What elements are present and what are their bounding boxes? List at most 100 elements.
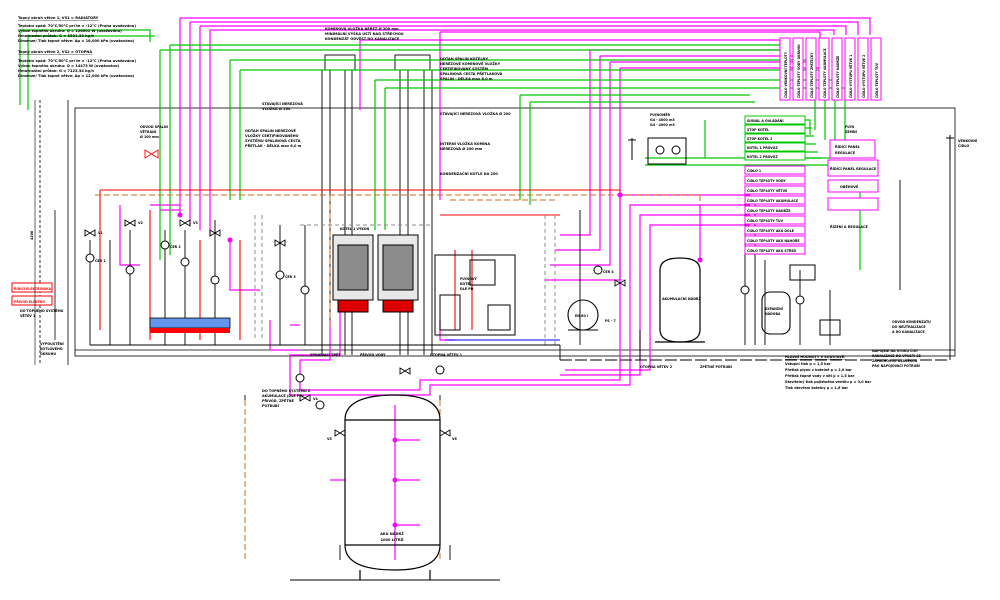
svg-text:SPALIN - DÉLKA max 6,0 m: SPALIN - DÉLKA max 6,0 m (440, 76, 493, 81)
vertical-sensor-labels: ČIDLO VENKOVNÍ TEPLOTY ČIDLO TEPLOTY VOD… (783, 44, 879, 98)
pink-legend-labels: ČIDLO 1 ČIDLO TEPLOTY VODY ČIDLO TEPLOTY… (747, 168, 800, 253)
svg-text:Stavitelný tlak pojistného ven: Stavitelný tlak pojistného ventilu p = 3… (785, 380, 871, 384)
pump-symbols (85, 240, 805, 410)
pump-label: ČER 3 (285, 274, 296, 279)
svg-text:VENKOVNÍ: VENKOVNÍ (958, 138, 978, 143)
svg-text:ŘÍDÍCÍ ELEKTRONIKA: ŘÍDÍCÍ ELEKTRONIKA (14, 286, 52, 291)
svg-text:Tlak otevření kotelny p =: Tlak otevření kotelny p = 1,6 bar (785, 386, 848, 390)
svg-text:ČIDLO TEPLOTY TUV: ČIDLO TEPLOTY TUV (747, 218, 784, 223)
svg-text:ČIDLO VÝSTUPU VĚTVE 1: ČIDLO VÝSTUPU VĚTVE 1 (848, 55, 853, 98)
svg-text:DO TOPNÉHO SYSTÉMU Z: DO TOPNÉHO SYSTÉMU Z (262, 388, 311, 393)
boiler-2 (377, 234, 419, 313)
line-label: ZPĚTNÉ POTRUBÍ (700, 364, 733, 369)
svg-text:VĚTEV 1: VĚTEV 1 (20, 313, 36, 318)
svg-text:A DO KANALIZACE: A DO KANALIZACE (892, 330, 925, 334)
boiler-caption: KONDENZAČNÍ KOTLE DA 200 (440, 171, 498, 176)
svg-text:VLOŽKY CERTIFIKOVANÉHO: VLOŽKY CERTIFIKOVANÉHO (245, 133, 299, 138)
pink-legend-boxes (744, 165, 806, 255)
pump-label: ČER 1 (95, 258, 106, 263)
values-table: HLAVNÍ HODNOTY V SOUSTAVĚ: Vstupní tlak … (785, 354, 871, 390)
svg-text:PŘETLAK - DÉLKA max 6,0 m: PŘETLAK - DÉLKA max 6,0 m (245, 143, 302, 148)
svg-text:ŘÍDÍCÍ PANEL REGULACE: ŘÍDÍCÍ PANEL REGULACE (830, 166, 877, 171)
equipment-labels: EN 80 l AKUMULAČNÍ NÁDRŽ PLYNOVÝ KOTEL D… (30, 221, 733, 441)
line-label: PŘÍVOD VODY (360, 352, 386, 357)
svg-text:Vstupní tlak p = 1,5: Vstupní tlak p = 1,5 bar (785, 362, 831, 366)
notes-line: Dimenze/ Tlak topné větve: Δp = 12,000 k… (18, 74, 135, 78)
svg-text:SIGNÁL A OVLÁDÁNÍ: SIGNÁL A OVLÁDÁNÍ (747, 118, 784, 123)
return-pipes-orange (95, 194, 701, 560)
svg-text:ČIDLO TEPLOTY VODY: ČIDLO TEPLOTY VODY (747, 178, 786, 183)
svg-text:Ø 100 mm: Ø 100 mm (140, 134, 159, 139)
svg-text:ODVOD SPALIN: ODVOD SPALIN (140, 125, 168, 129)
notes-line: Výkon topného okruhu: Q = 14473 W (uvažo… (18, 64, 120, 68)
svg-text:PŘÍVOD ELEKTRO: PŘÍVOD ELEKTRO (14, 299, 45, 304)
svg-text:ČIDLO TEPLOTY VĚTVE: ČIDLO TEPLOTY VĚTVE (747, 188, 787, 193)
svg-text:ČIDLO TEPLOTY ZPÁTEČKY: ČIDLO TEPLOTY ZPÁTEČKY (809, 52, 814, 98)
svg-text:VĚTRÁNÍ: VĚTRÁNÍ (140, 129, 157, 134)
svg-text:KOTEL 2 PROVOZ: KOTEL 2 PROVOZ (747, 155, 778, 159)
system-note: DO TOPNÉHO SYSTÉMU Z AKUMULACE (DLE PD) … (262, 388, 311, 408)
blue-pipes (330, 339, 560, 346)
svg-text:ČIDLO VENKOVNÍ TEPLOTY: ČIDLO VENKOVNÍ TEPLOTY (783, 51, 788, 98)
boiler-note-label: KOTEL 1 VÝKON (340, 226, 370, 231)
svg-text:ČIDLO TEPLOTY AKU NAHOŘE: ČIDLO TEPLOTY AKU NAHOŘE (747, 238, 800, 243)
notes-block-1: Topný okruh větve 1, VS1 = RADIÁTORY Tep… (18, 15, 136, 43)
svg-text:ČIDLO TEPLOTY AKUMULACE: ČIDLO TEPLOTY AKUMULACE (822, 48, 827, 98)
svg-text:ŘÍZENÍ A REGULACE: ŘÍZENÍ A REGULACE (830, 224, 868, 229)
gas-boiler-small (434, 254, 516, 336)
svg-text:MINIMÁLNÍ VÝŠKA ÚSTÍ NAD STŘEC: MINIMÁLNÍ VÝŠKA ÚSTÍ NAD STŘECHOU (325, 31, 404, 36)
svg-text:PLYN: PLYN (845, 125, 854, 129)
pump-label: ČER 2 (170, 244, 181, 249)
svg-text:KANALIZACE DO VPUSTI SE: KANALIZACE DO VPUSTI SE (872, 354, 921, 358)
svg-text:ODTAH SPALIN NEREZOVÉ: ODTAH SPALIN NEREZOVÉ (245, 128, 297, 133)
svg-text:DO TOPNÉHO SYSTÉMU: DO TOPNÉHO SYSTÉMU (20, 308, 64, 313)
manifold-bar (149, 317, 231, 333)
gas-labels: PLYN ZEMNÍ VENKOVNÍ ČIDLO PLYNOMĚR G4 - … (650, 112, 978, 148)
notes-line: Hmotnostní průtok: G = 7123,34 kg/h (18, 68, 94, 73)
green-legend-boxes (744, 115, 806, 161)
svg-text:Přetlak topné vody v síti p: Přetlak topné vody v síti p = 1,5 bar (785, 374, 855, 378)
svg-text:HLAVNÍ HODNOTY V SOUSTAVĚ:: HLAVNÍ HODNOTY V SOUSTAVĚ: (785, 354, 846, 359)
notes-line: Výkon topného okruhu: Q = 126001 W (uvaž… (18, 29, 122, 33)
svg-text:OKRUHU: OKRUHU (40, 352, 56, 356)
svg-text:PLYNOMĚR: PLYNOMĚR (650, 112, 670, 117)
line-label: SPOJOVACÍ ZPĚT (310, 352, 341, 357)
gas-meter-box (647, 137, 687, 165)
svg-text:ČIDLO TEPLOTY AKU DOLE: ČIDLO TEPLOTY AKU DOLE (747, 228, 794, 233)
svg-text:KOTLOVÉHO: KOTLOVÉHO (40, 346, 63, 351)
control-panel-labels: ŘÍDÍCÍ PANEL REGULACE ŘÍDÍCÍ PANEL REGUL… (830, 144, 877, 229)
right-flue-note: ODTAH SPALIN KOTELNY NEREZOVÉ KOMÍNOVÉ V… (440, 57, 503, 81)
green-legend-labels: SIGNÁL A OVLÁDÁNÍ STOP KOTEL STOP KOTEL … (747, 118, 784, 159)
notes-block-2: Topný okruh větve 2, VS2 = OTOPNÁ Teplot… (18, 49, 136, 78)
svg-text:POTRUBÍ: POTRUBÍ (262, 403, 280, 408)
valve-label: V5 (327, 437, 333, 441)
small-tank-right (789, 264, 841, 336)
svg-text:DLE PD: DLE PD (460, 287, 474, 291)
svg-text:VLOŽKA Ø 200: VLOŽKA Ø 200 (262, 106, 291, 111)
svg-text:AKUMULACE (DLE PD): AKUMULACE (DLE PD) (262, 394, 304, 398)
svg-text:ČIDLO VÝSTUPU VĚTVE 2: ČIDLO VÝSTUPU VĚTVE 2 (861, 55, 866, 98)
accumulation-tank (344, 394, 441, 580)
svg-text:PRO NAPOJOVACÍ POTRUBÍ: PRO NAPOJOVACÍ POTRUBÍ (872, 363, 921, 368)
svg-text:PŘIVOD, ZPĚTNÉ: PŘIVOD, ZPĚTNÉ (262, 398, 294, 403)
svg-text:G4 - 4000 m3: G4 - 4000 m3 (650, 123, 675, 127)
expansion-vessel (567, 299, 599, 331)
valve-label: V4 (313, 397, 319, 401)
tank-middle-label: AKUMULAČNÍ NÁDRŽ (662, 296, 701, 301)
left-bottom-note: DO TOPNÉHO SYSTÉMU VĚTEV 1 (20, 308, 64, 318)
svg-text:KOTEL 1 PROVOZ: KOTEL 1 PROVOZ (747, 146, 778, 150)
svg-text:SPALINOVÁ CESTA PŘETLAKOVÁ: SPALINOVÁ CESTA PŘETLAKOVÁ (440, 71, 503, 76)
expansion-label: EXPANZNÍ NÁDOBA (765, 306, 784, 316)
svg-text:NEREZOVÁ Ø 200 mm: NEREZOVÁ Ø 200 mm (440, 146, 483, 151)
svg-text:ODTAH SPALIN KOTELNY: ODTAH SPALIN KOTELNY (440, 57, 488, 61)
bottom-left-connection: VYPOUŠTĚNÍ KOTLOVÉHO OKRUHU (40, 341, 64, 356)
svg-text:ČIDLO 1: ČIDLO 1 (747, 168, 761, 173)
chimney-stacks (318, 54, 436, 355)
svg-text:STOP KOTEL: STOP KOTEL (747, 128, 769, 132)
expansion-vessel-right (761, 291, 791, 335)
ground-symbol-2 (946, 135, 954, 160)
valve-label: V2 (138, 221, 143, 225)
svg-text:EXPANZNÍ: EXPANZNÍ (765, 306, 784, 311)
svg-text:1000 LITRŮ: 1000 LITRŮ (380, 537, 403, 542)
